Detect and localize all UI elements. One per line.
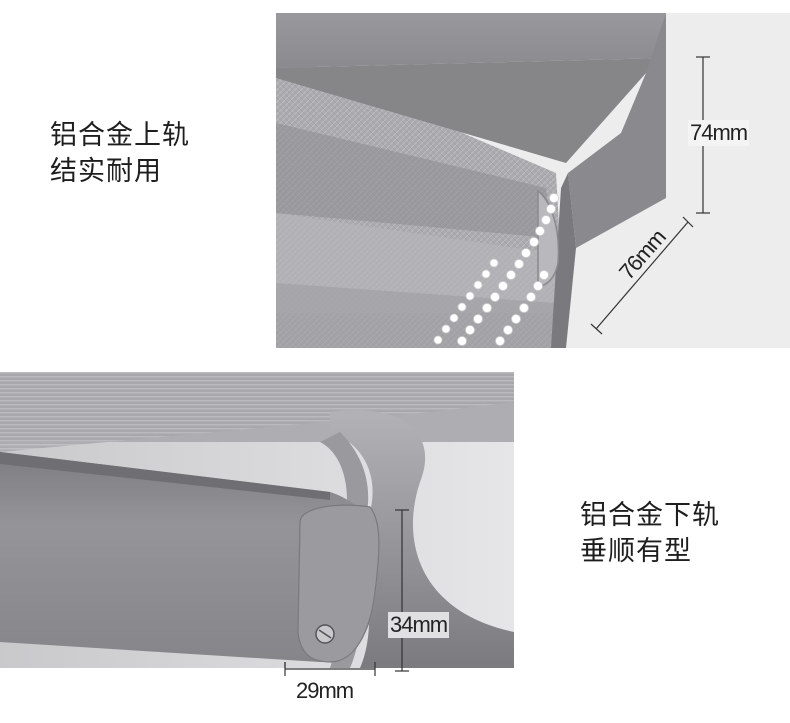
bottom-rail-caption: 铝合金下轨 垂顺有型 — [580, 498, 720, 570]
top-rail-section: 铝合金上轨 结实耐用 — [0, 0, 790, 360]
top-height-label: 74mm — [688, 120, 750, 146]
bottom-rail-photo: 34mm — [0, 372, 514, 668]
bottom-height-label: 34mm — [388, 612, 450, 638]
bottom-caption-line1: 铝合金下轨 — [580, 500, 720, 531]
top-depth-dimension — [590, 216, 694, 335]
bottom-width-label: 29mm — [296, 678, 354, 703]
top-caption-line2: 结实耐用 — [50, 156, 162, 187]
top-rail-photo: 74mm 76mm — [276, 13, 790, 348]
top-caption-line1: 铝合金上轨 — [50, 120, 190, 151]
bottom-height-dimension — [395, 509, 409, 668]
bottom-rail-section: 34mm 29mm 铝合金下轨 垂顺有型 — [0, 360, 790, 723]
bottom-rail-illustration — [0, 372, 514, 668]
top-rail-illustration — [276, 13, 790, 348]
bottom-caption-line2: 垂顺有型 — [580, 536, 692, 567]
top-rail-caption: 铝合金上轨 结实耐用 — [50, 118, 190, 190]
